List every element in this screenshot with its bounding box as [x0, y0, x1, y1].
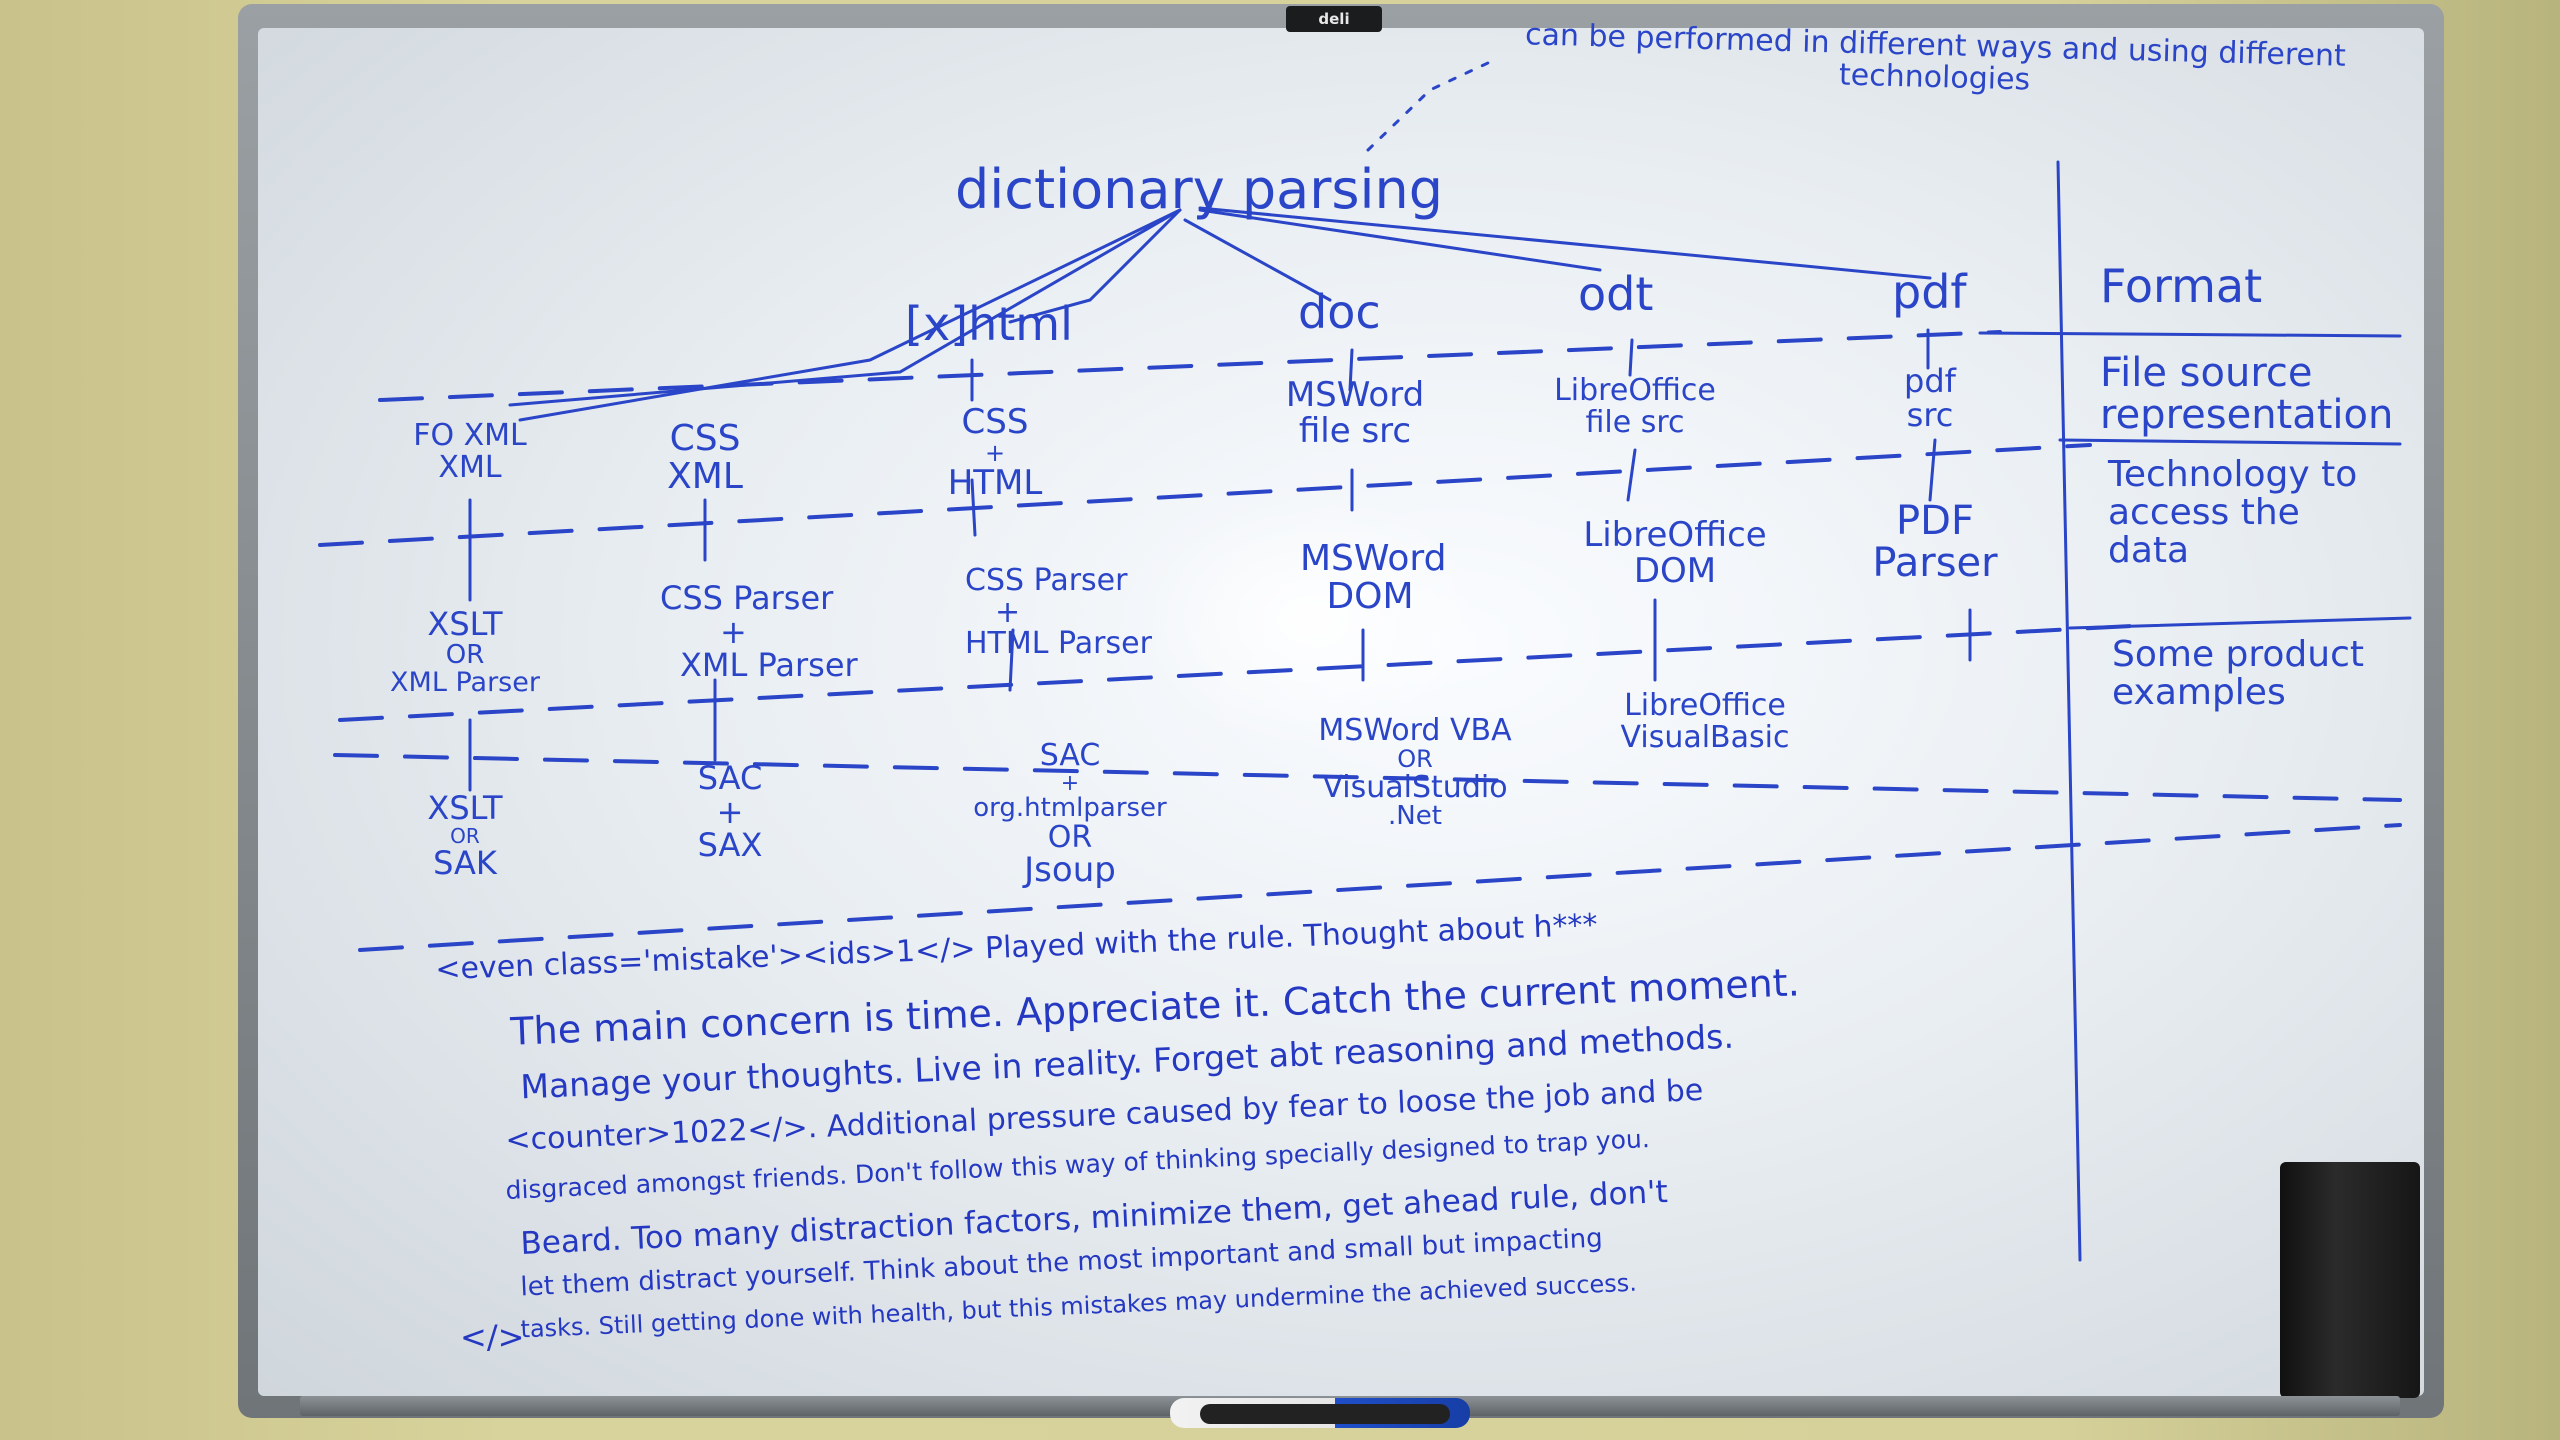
pdf-tech-a: PDF: [1896, 498, 1974, 544]
whiteboard-eraser: [2280, 1162, 2420, 1398]
col1-ex-a: XSLT: [427, 789, 503, 827]
col3-tech-a: CSS Parser: [965, 563, 1128, 598]
col3-examples: SAC + org.htmlparser OR Jsoup: [945, 740, 1195, 889]
col2-tech-b: XML Parser: [680, 646, 858, 685]
note-line-9: </>: [460, 1318, 525, 1356]
col3-tech-b: HTML Parser: [965, 626, 1152, 661]
col2-format: CSS: [669, 418, 741, 459]
col1-ex-or: OR: [450, 823, 480, 848]
odt-tech-a: LibreOffice: [1583, 515, 1767, 555]
col3-tech: CSS Parser + HTML Parser: [965, 565, 1152, 660]
doc-tech: MSWord DOM: [1300, 538, 1447, 617]
doc-src-a: MSWord: [1285, 375, 1425, 415]
doc-ex-a: MSWord VBA: [1318, 713, 1512, 748]
doc-src-b: file src: [1298, 410, 1412, 451]
col3-format-b: HTML: [947, 462, 1043, 503]
col2-src: XML: [667, 455, 743, 497]
col3-tech-plus: +: [995, 594, 1021, 630]
doc-ex-c: .Net: [1388, 801, 1442, 832]
col2-examples: SAC + SAX: [675, 759, 785, 865]
odt-ex-b: VisualBasic: [1620, 719, 1790, 755]
legend-format: Format: [2100, 259, 2263, 313]
col2-ex-a: SAC: [697, 759, 763, 797]
col1-examples: XSLT OR SAK: [390, 789, 540, 882]
doc-ex-b: VisualStudio: [1322, 769, 1508, 805]
odt-tech: LibreOffice DOM: [1570, 515, 1780, 591]
doc-tech-b: DOM: [1326, 575, 1414, 617]
odt-src-b: file src: [1585, 404, 1685, 440]
format-xhtml: [x]html: [905, 297, 1073, 351]
pdf-tech: PDF Parser: [1855, 500, 2015, 584]
col3-format-plus: +: [984, 438, 1006, 467]
col1-tech-b: XML Parser: [390, 666, 540, 698]
col1-label: FO XML XML: [395, 420, 545, 483]
col1-tech-or: OR: [445, 639, 485, 670]
doc-ex-or: OR: [1397, 744, 1433, 773]
odt-src: LibreOffice file src: [1535, 375, 1735, 438]
col2-ex-plus: +: [716, 792, 744, 831]
doc-src: MSWord file src: [1265, 375, 1445, 451]
col3-ex-a: SAC: [1039, 738, 1101, 773]
col1-tech-a: XSLT: [427, 605, 503, 643]
pdf-src-b: src: [1906, 395, 1954, 434]
col2-ex-b: SAX: [697, 826, 763, 865]
col2-tech: CSS Parser + XML Parser: [660, 579, 858, 685]
odt-examples: LibreOffice VisualBasic: [1595, 690, 1815, 753]
format-odt: odt: [1578, 267, 1654, 321]
odt-ex-a: LibreOffice: [1624, 688, 1786, 723]
diagram-title: dictionary parsing: [955, 158, 1444, 221]
col3-ex-c: Jsoup: [1024, 850, 1116, 891]
format-doc: doc: [1298, 285, 1381, 339]
col3-label: CSS + HTML: [925, 402, 1065, 503]
col1-src: XML: [438, 449, 502, 485]
col1-format: FO XML: [413, 418, 527, 453]
legend-technology: Technology to access the data: [2108, 454, 2358, 571]
format-pdf: pdf: [1892, 265, 1967, 319]
odt-src-a: LibreOffice: [1554, 373, 1716, 408]
col3-ex-plus: +: [1060, 770, 1080, 796]
col2-tech-plus: +: [720, 612, 747, 651]
col1-tech: XSLT OR XML Parser: [370, 605, 560, 698]
col2-tech-a: CSS Parser: [660, 579, 834, 617]
brand-label: deli: [1286, 6, 1382, 32]
pdf-src: pdf src: [1880, 362, 1980, 434]
legend-examples: Some product examples: [2112, 634, 2364, 713]
pdf-tech-b: Parser: [1872, 540, 1998, 586]
col3-format-a: CSS: [961, 402, 1029, 442]
black-marker: [1200, 1404, 1450, 1424]
col2-label: CSS XML: [640, 420, 770, 496]
doc-examples: MSWord VBA OR VisualStudio .Net: [1295, 715, 1535, 830]
col3-ex-b: org.htmlparser: [973, 792, 1167, 823]
legend-file-source: File source representation: [2100, 350, 2394, 438]
pdf-src-a: pdf: [1904, 362, 1956, 400]
col1-ex-b: SAK: [433, 843, 497, 882]
doc-tech-a: MSWord: [1300, 538, 1447, 579]
odt-tech-b: DOM: [1633, 550, 1717, 591]
col3-ex-or: OR: [1047, 819, 1093, 855]
